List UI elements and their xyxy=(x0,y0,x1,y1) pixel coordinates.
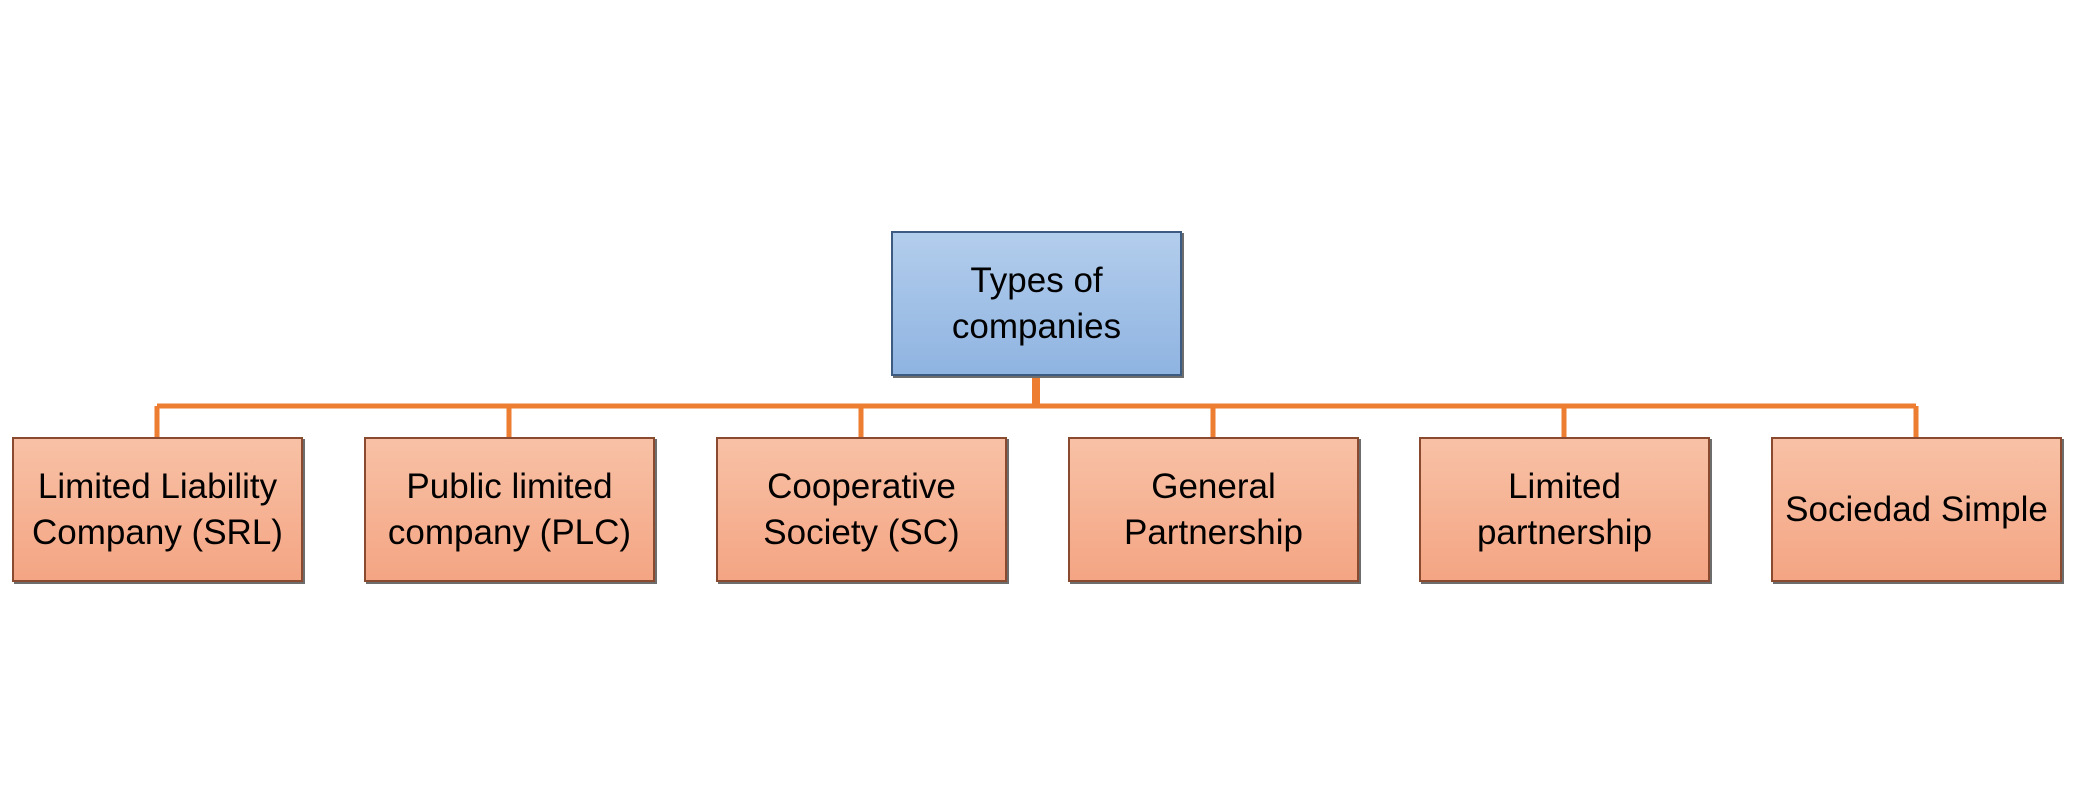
child-node-sociedad-simple: Sociedad Simple xyxy=(1771,437,2062,582)
child-node-limited-liability-company: Limited Liability Company (SRL) xyxy=(12,437,303,582)
child-node-label: Sociedad Simple xyxy=(1785,489,2048,529)
root-node: Types of companies xyxy=(891,231,1182,376)
child-node-general-partnership: General Partnership xyxy=(1068,437,1359,582)
child-node-label: Public limited company (PLC) xyxy=(387,466,632,552)
child-node-limited-partnership: Limited partnership xyxy=(1419,437,1710,582)
child-node-label: Limited partnership xyxy=(1476,466,1653,552)
child-node-public-limited-company: Public limited company (PLC) xyxy=(364,437,655,582)
root-node-label: Types of companies xyxy=(951,260,1122,346)
child-node-label: Limited Liability Company (SRL) xyxy=(32,466,283,552)
child-node-label: Cooperative Society (SC) xyxy=(763,466,960,552)
child-node-label: General Partnership xyxy=(1124,466,1303,552)
child-node-cooperative-society: Cooperative Society (SC) xyxy=(716,437,1007,582)
